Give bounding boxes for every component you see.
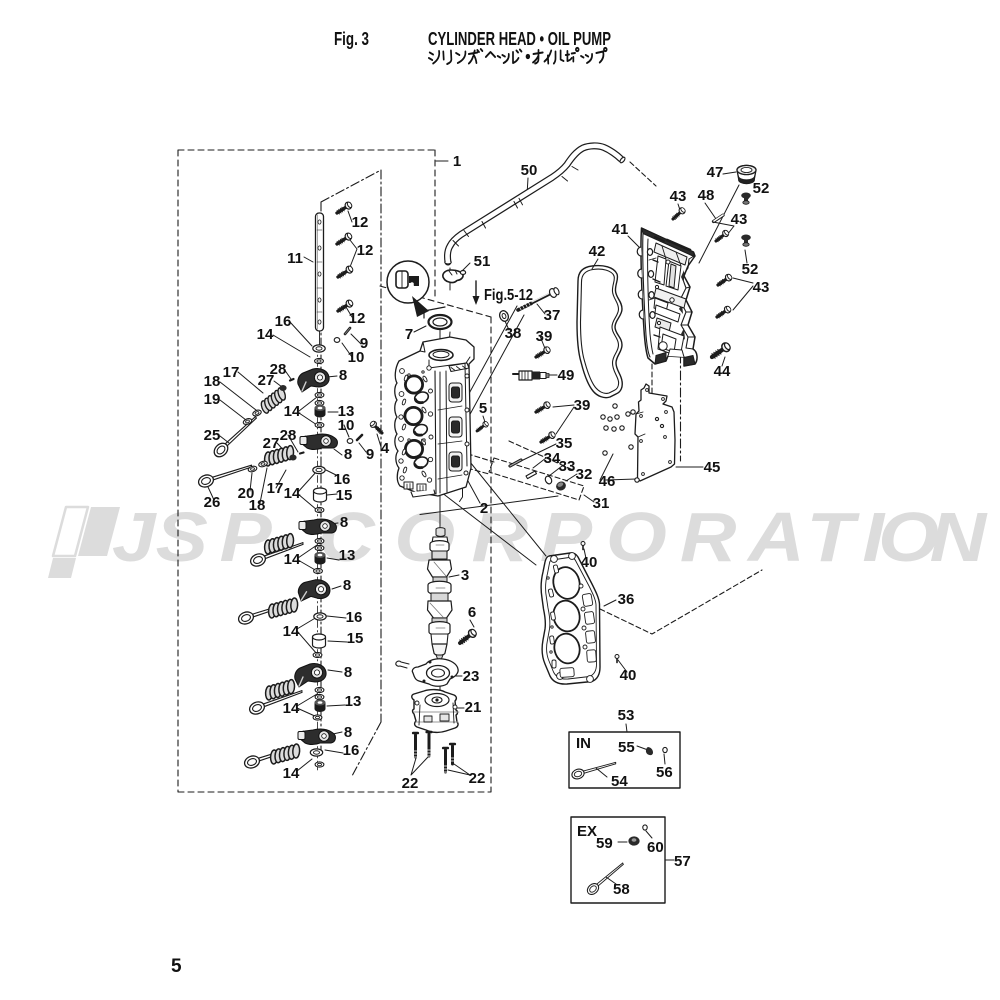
svg-text:31: 31 — [593, 495, 610, 512]
svg-text:39: 39 — [536, 328, 553, 345]
svg-text:18: 18 — [204, 373, 221, 390]
svg-text:Fig. 3: Fig. 3 — [334, 29, 369, 49]
svg-text:33: 33 — [559, 458, 576, 475]
svg-text:57: 57 — [674, 853, 691, 870]
svg-text:38: 38 — [505, 325, 522, 342]
svg-text:14: 14 — [284, 403, 301, 420]
svg-text:27: 27 — [263, 435, 280, 452]
svg-text:1: 1 — [453, 153, 461, 170]
svg-text:EX: EX — [577, 823, 597, 840]
svg-text:47: 47 — [707, 164, 724, 181]
svg-text:58: 58 — [613, 881, 630, 898]
svg-text:26: 26 — [204, 494, 221, 511]
svg-text:4: 4 — [381, 440, 390, 457]
svg-text:17: 17 — [223, 364, 240, 381]
svg-text:34: 34 — [544, 450, 561, 467]
svg-text:19: 19 — [204, 391, 221, 408]
svg-text:13: 13 — [339, 547, 356, 564]
svg-text:13: 13 — [345, 693, 362, 710]
svg-text:44: 44 — [714, 363, 731, 380]
svg-text:8: 8 — [344, 724, 352, 741]
svg-text:13: 13 — [338, 403, 355, 420]
svg-text:9: 9 — [366, 446, 374, 463]
svg-text:54: 54 — [611, 773, 628, 790]
svg-text:36: 36 — [618, 591, 635, 608]
svg-text:CYLINDER HEAD • OIL PUMP: CYLINDER HEAD • OIL PUMP — [428, 29, 611, 49]
svg-text:10: 10 — [348, 349, 365, 366]
svg-text:9: 9 — [360, 335, 368, 352]
svg-text:14: 14 — [283, 765, 300, 782]
svg-text:41: 41 — [612, 221, 629, 238]
svg-text:22: 22 — [469, 770, 486, 787]
svg-text:42: 42 — [589, 243, 606, 260]
svg-text:40: 40 — [581, 554, 598, 571]
svg-text:16: 16 — [334, 471, 351, 488]
svg-text:59: 59 — [596, 835, 613, 852]
svg-text:60: 60 — [647, 839, 664, 856]
svg-text:15: 15 — [347, 630, 364, 647]
svg-text:28: 28 — [280, 427, 297, 444]
svg-text:12: 12 — [349, 310, 366, 327]
svg-text:52: 52 — [753, 180, 770, 197]
svg-text:35: 35 — [556, 435, 573, 452]
svg-text:51: 51 — [474, 253, 491, 270]
svg-text:55: 55 — [618, 739, 635, 756]
svg-text:53: 53 — [618, 707, 635, 724]
svg-text:5: 5 — [479, 400, 487, 417]
svg-text:39: 39 — [574, 397, 591, 414]
svg-text:14: 14 — [283, 700, 300, 717]
svg-text:18: 18 — [249, 497, 266, 514]
svg-text:45: 45 — [704, 459, 721, 476]
svg-text:8: 8 — [344, 664, 352, 681]
svg-text:7: 7 — [405, 326, 413, 343]
svg-text:10: 10 — [338, 417, 355, 434]
svg-text:Fig.5-12: Fig.5-12 — [484, 287, 533, 304]
svg-text:50: 50 — [521, 162, 538, 179]
svg-text:21: 21 — [465, 699, 482, 716]
svg-text:8: 8 — [339, 367, 347, 384]
svg-text:8: 8 — [340, 514, 348, 531]
svg-text:32: 32 — [576, 466, 593, 483]
svg-text:49: 49 — [558, 367, 575, 384]
svg-text:2: 2 — [480, 500, 488, 517]
svg-text:37: 37 — [544, 307, 561, 324]
svg-text:11: 11 — [287, 250, 303, 267]
svg-text:IN: IN — [576, 735, 591, 752]
svg-text:12: 12 — [357, 242, 374, 259]
svg-text:52: 52 — [742, 261, 759, 278]
svg-text:14: 14 — [257, 326, 274, 343]
svg-text:46: 46 — [599, 473, 616, 490]
svg-text:6: 6 — [468, 604, 476, 621]
svg-text:43: 43 — [753, 279, 770, 296]
svg-text:28: 28 — [270, 361, 287, 378]
svg-text:43: 43 — [731, 211, 748, 228]
svg-text:14: 14 — [283, 623, 300, 640]
svg-text:14: 14 — [284, 551, 301, 568]
svg-text:12: 12 — [352, 214, 369, 231]
svg-text:22: 22 — [402, 775, 419, 792]
svg-text:16: 16 — [346, 609, 363, 626]
svg-text:8: 8 — [344, 446, 352, 463]
svg-text:16: 16 — [343, 742, 360, 759]
svg-text:5: 5 — [171, 956, 182, 977]
svg-text:48: 48 — [698, 187, 715, 204]
svg-text:16: 16 — [275, 313, 292, 330]
svg-text:15: 15 — [336, 487, 353, 504]
svg-text:40: 40 — [620, 667, 637, 684]
svg-text:43: 43 — [670, 188, 687, 205]
svg-text:23: 23 — [463, 668, 480, 685]
svg-text:27: 27 — [258, 372, 275, 389]
svg-text:17: 17 — [267, 480, 284, 497]
svg-text:20: 20 — [238, 485, 255, 502]
svg-text:25: 25 — [204, 427, 221, 444]
svg-text:14: 14 — [284, 485, 301, 502]
svg-text:8: 8 — [343, 577, 351, 594]
svg-text:3: 3 — [461, 567, 469, 584]
svg-text:56: 56 — [656, 764, 673, 781]
